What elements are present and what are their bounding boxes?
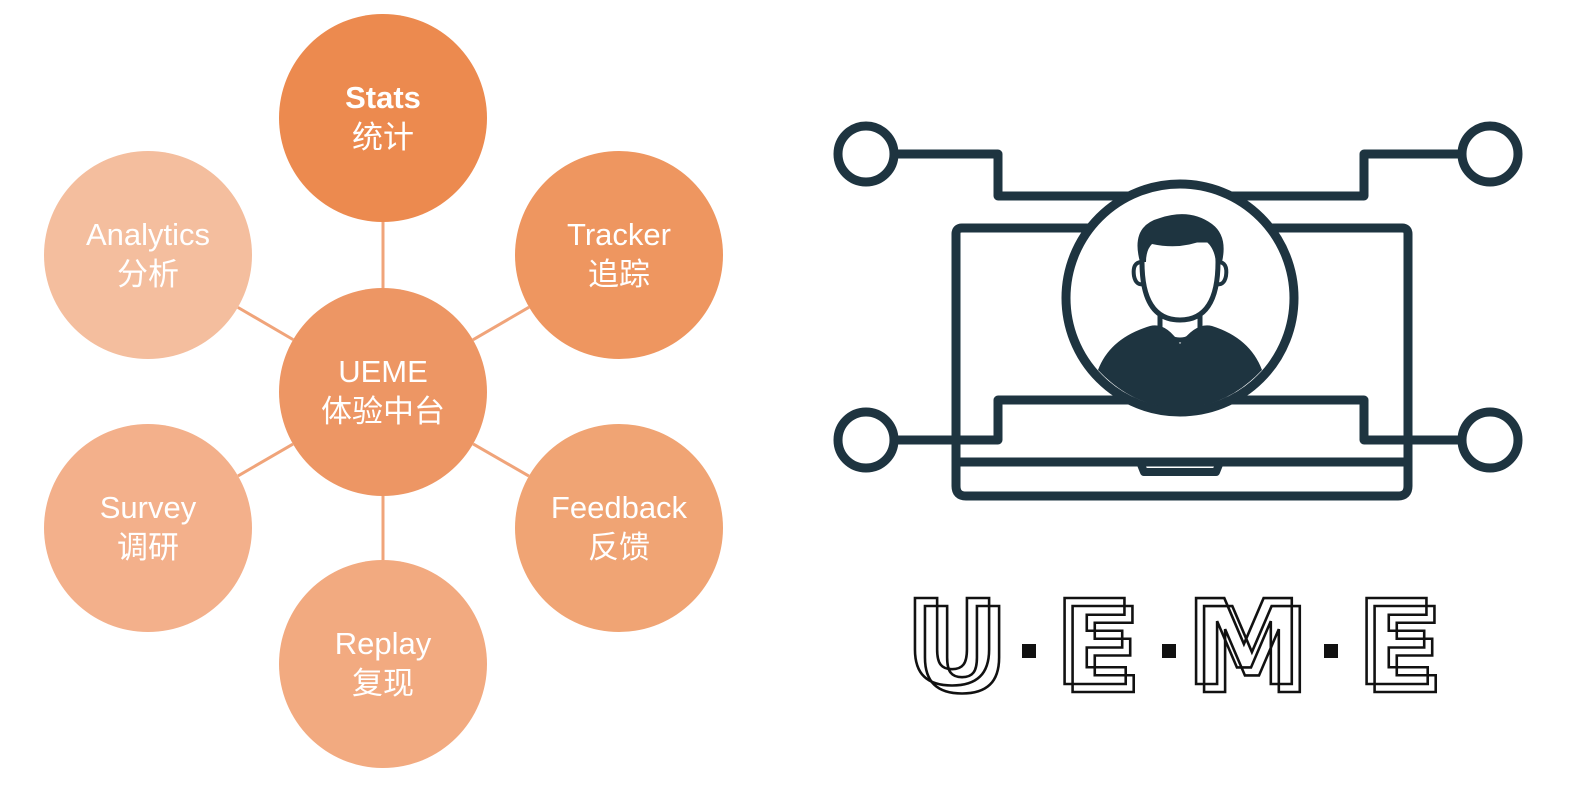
logo-letter-m: M <box>1193 582 1310 720</box>
hub-node-circle <box>279 288 487 496</box>
logo-letter-e-offset: E <box>1356 574 1437 712</box>
connector-analytics <box>237 306 294 341</box>
hub-node-label-en: UEME <box>338 354 428 389</box>
module-node-stats-label-zh: 统计 <box>352 120 414 156</box>
logo-letter-e: E <box>1364 582 1445 720</box>
logo-letter-u: U <box>914 582 1010 720</box>
module-node-stats-label-en: Stats <box>345 80 421 115</box>
connector-survey <box>237 442 294 478</box>
module-node-analytics-circle <box>44 151 252 359</box>
user-ear-right <box>1214 260 1229 287</box>
user-shoulders <box>1098 325 1262 408</box>
user-avatar-icon <box>1098 214 1262 408</box>
module-node-tracker-circle <box>515 151 723 359</box>
module-node-survey-label-zh: 调研 <box>117 530 179 566</box>
hub-node: UEME 体验中台 <box>279 288 487 496</box>
module-node-stats-circle <box>279 14 487 222</box>
connector-tracker <box>472 305 530 342</box>
user-ear-left <box>1131 260 1146 287</box>
logo-letter-m-offset: M <box>1185 574 1302 712</box>
module-node-tracker-label-en: Tracker <box>567 217 671 252</box>
module-node-feedback: Feedback 反馈 <box>515 424 723 632</box>
logo-letter-u-offset: U <box>904 574 1000 712</box>
laptop-base <box>951 457 1413 501</box>
logo-letter-e: E <box>1062 582 1143 720</box>
module-node-replay-label-en: Replay <box>335 626 432 661</box>
circuit-node-icon <box>1457 121 1523 187</box>
user-hair <box>1137 214 1224 262</box>
module-node-tracker-label-zh: 追踪 <box>588 257 650 293</box>
hub-connectors <box>237 222 530 560</box>
module-node-feedback-label-zh: 反馈 <box>588 530 650 566</box>
module-node-analytics: Analytics 分析 <box>44 151 252 359</box>
hub-node-label-zh: 体验中台 <box>321 394 445 430</box>
logo-separator-dot <box>1022 644 1036 658</box>
module-node-replay-circle <box>279 560 487 768</box>
module-node-analytics-label-en: Analytics <box>86 217 210 252</box>
logo-separator-dot <box>1324 644 1338 658</box>
ueme-logo: U U E E M M E E <box>903 573 1446 722</box>
logo-separator-dot <box>1162 644 1176 658</box>
module-node-feedback-circle <box>515 424 723 632</box>
module-node-replay: Replay 复现 <box>279 560 487 768</box>
module-nodes: Stats 统计 Tracker 追踪 Feedback 反馈 Replay 复现 Survey… <box>44 14 723 768</box>
circuit-node-icon <box>1457 407 1523 473</box>
module-node-replay-label-zh: 复现 <box>352 666 414 702</box>
logo-letter-e-offset: E <box>1054 574 1135 712</box>
connector-feedback <box>472 442 530 478</box>
laptop-user-illustration <box>833 121 1523 501</box>
module-node-stats: Stats 统计 <box>279 14 487 222</box>
circuit-node-icon <box>833 407 899 473</box>
module-node-feedback-label-en: Feedback <box>551 490 688 525</box>
circuit-node-icon <box>833 121 899 187</box>
laptop-notch <box>1136 458 1224 476</box>
user-head <box>1139 237 1221 323</box>
user-neck <box>1157 297 1203 343</box>
module-node-survey-circle <box>44 424 252 632</box>
module-node-analytics-label-zh: 分析 <box>117 257 179 293</box>
module-node-survey-label-en: Survey <box>100 490 197 525</box>
module-node-tracker: Tracker 追踪 <box>515 151 723 359</box>
module-node-survey: Survey 调研 <box>44 424 252 632</box>
